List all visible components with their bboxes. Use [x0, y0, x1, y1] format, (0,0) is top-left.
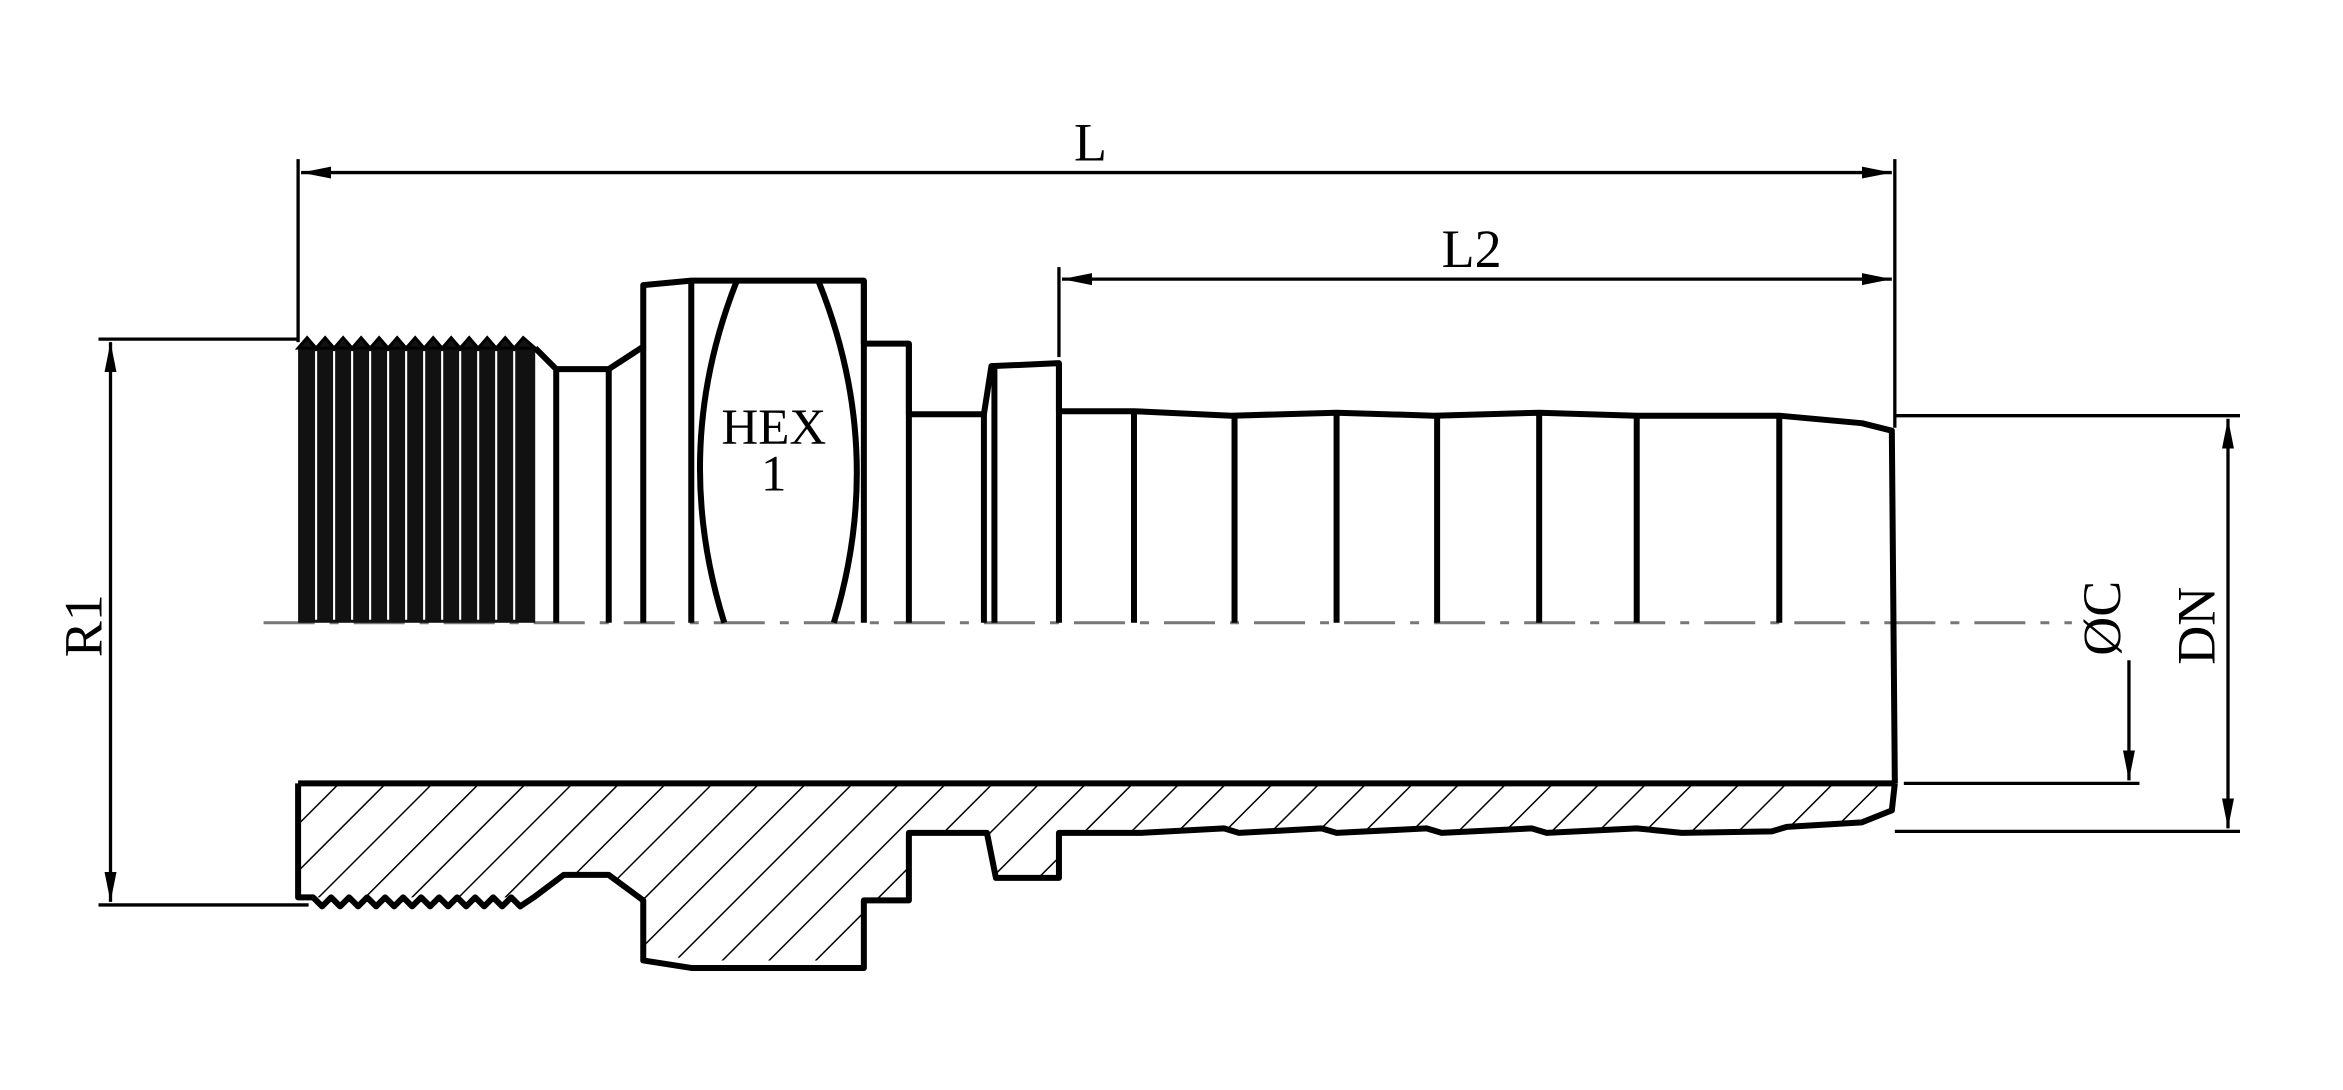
- labels: L L2 HEX 1 R1 ØC DN: [54, 113, 2227, 665]
- hex-left-chamfer: [697, 281, 740, 624]
- dimensions: [98, 159, 2240, 907]
- label-hex-line2: 1: [761, 447, 787, 503]
- neck-outline: [533, 277, 1898, 784]
- hex-right-chamfer: [816, 281, 860, 624]
- label-L: L: [1074, 113, 1107, 173]
- label-R1: R1: [54, 594, 114, 657]
- thread-crests: [294, 335, 540, 351]
- label-hex-line1: HEX: [721, 400, 826, 456]
- section-hatch-area: [298, 783, 1892, 961]
- barb-lines: [1130, 411, 1783, 623]
- section-view: [295, 780, 1898, 971]
- thread-grooves: [315, 351, 516, 620]
- label-L2: L2: [1442, 219, 1502, 279]
- section-outline: [295, 783, 1898, 971]
- exterior-view: [294, 277, 1898, 784]
- label-C: ØC: [2072, 581, 2132, 656]
- label-DN: DN: [2166, 587, 2226, 665]
